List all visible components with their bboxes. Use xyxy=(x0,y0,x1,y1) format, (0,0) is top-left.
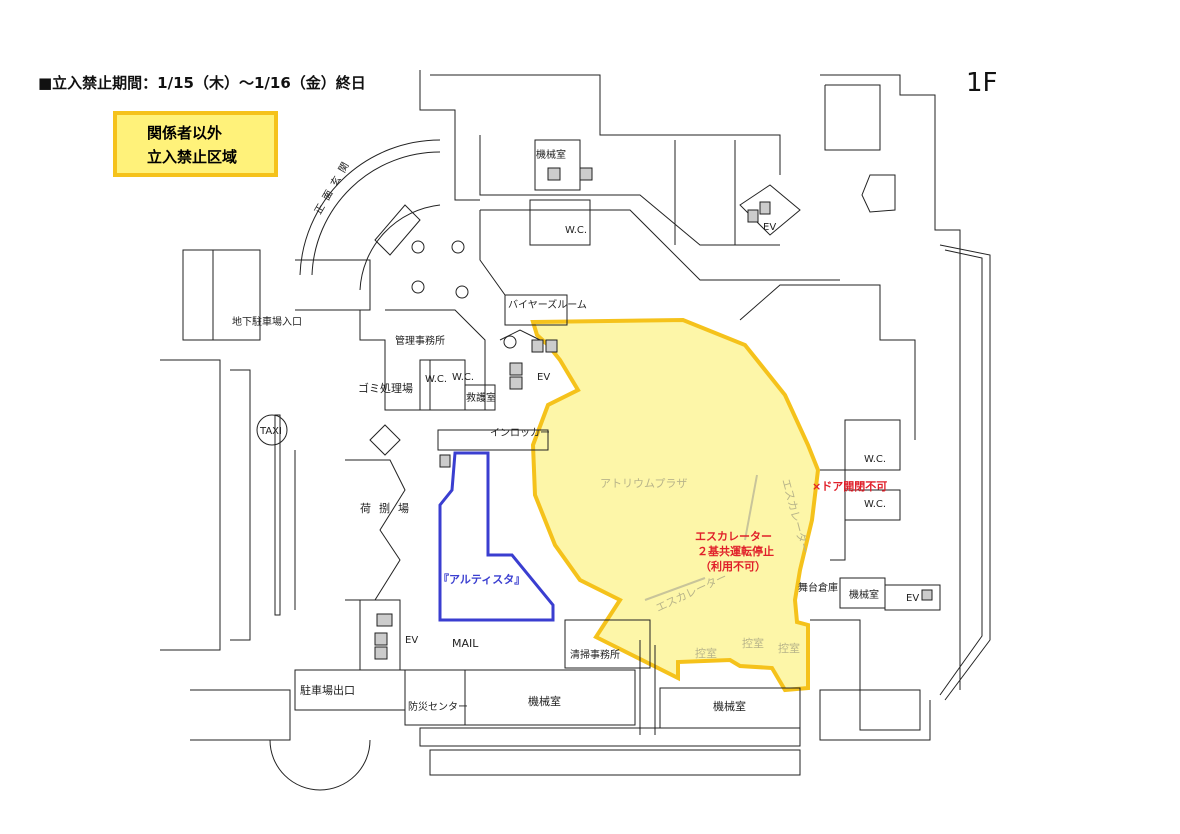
underground-parking-label: 地下駐車場入口 xyxy=(232,315,302,328)
cleaning-office-label: 清掃事務所 xyxy=(570,648,620,661)
legend-line-1: 関係者以外 xyxy=(147,124,223,142)
management-office-label: 管理事務所 xyxy=(395,334,445,347)
escalator-note-line1: エスカレーター xyxy=(695,530,772,543)
wc-left2-label: W.C. xyxy=(452,372,474,383)
machine-room-bottom1-label: 機械室 xyxy=(528,694,561,708)
waiting-room1-label: 控室 xyxy=(695,646,717,660)
taxi-label: TAXI xyxy=(259,426,282,437)
buyers-room-label: バイヤーズルーム xyxy=(508,298,587,311)
legend-line-2: 立入禁止区域 xyxy=(147,148,238,166)
waiting-room3-label: 控室 xyxy=(778,641,800,655)
wc-top-label: W.C. xyxy=(565,225,587,236)
waiting-room2-label: 控室 xyxy=(742,636,764,650)
escalator-note-line3: （利用不可） xyxy=(700,559,766,573)
escalator1 xyxy=(744,474,758,541)
loading-area-label: 荷捌場 xyxy=(360,501,417,515)
machine-room-right-label: 機械室 xyxy=(849,588,879,601)
restricted-area xyxy=(530,317,821,693)
atrium-plaza-label: アトリウムプラザ xyxy=(600,477,687,490)
building-walls xyxy=(160,70,991,791)
artista-label: 『アルティスタ』 xyxy=(438,572,525,586)
wc-right2-label: W.C. xyxy=(864,499,886,510)
first-aid-label: 救護室 xyxy=(466,391,496,404)
taxi-icon xyxy=(256,414,288,446)
ev-right-label: EV xyxy=(906,593,919,604)
ev-top-label: EV xyxy=(763,222,776,233)
door-closed-note: ×ドア開閉不可 xyxy=(812,480,887,493)
floor-label: 1F xyxy=(966,68,998,98)
disaster-center-label: 防災センター xyxy=(408,700,468,713)
machine-room-bottom2-label: 機械室 xyxy=(713,699,746,713)
artista-area xyxy=(438,451,555,622)
wc-right1-label: W.C. xyxy=(864,454,886,465)
parking-exit-label: 駐車場出口 xyxy=(300,683,355,697)
restricted-area-legend: 関係者以外 立入禁止区域 xyxy=(113,111,278,177)
ev-left-label: EV xyxy=(405,635,418,646)
escalator-note-line2: ２基共運転停止 xyxy=(697,544,774,558)
ev-center-label: EV xyxy=(537,372,550,383)
closure-period-notice: ■立入禁止期間：1/15（木）～1/16（金）終日 xyxy=(38,74,366,92)
garbage-area-label: ゴミ処理場 xyxy=(358,381,413,395)
machine-room-top-label: 機械室 xyxy=(536,148,566,161)
wc-left1-label: W.C. xyxy=(425,374,447,385)
mail-label: MAIL xyxy=(452,637,479,650)
escalator2 xyxy=(644,577,706,601)
coin-locker-label: インロッカー xyxy=(490,427,550,439)
main-entrance-label: 正面玄関 xyxy=(311,155,354,217)
stage-storage-label: 舞台倉庫 xyxy=(798,581,838,594)
